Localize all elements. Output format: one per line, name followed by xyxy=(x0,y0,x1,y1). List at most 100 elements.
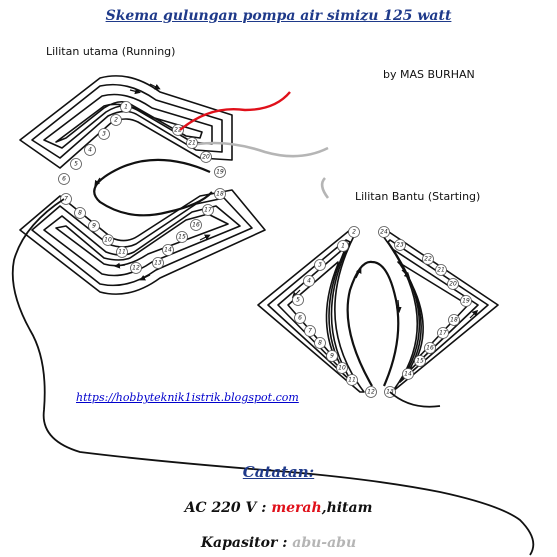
svg-text:17: 17 xyxy=(204,207,212,214)
svg-text:19: 19 xyxy=(216,169,224,176)
running-slot-15: 15 xyxy=(176,231,188,243)
running-slot-14: 14 xyxy=(162,244,174,256)
black-lead-wire xyxy=(11,198,535,556)
svg-text:10: 10 xyxy=(338,365,346,372)
svg-text:4: 4 xyxy=(88,147,92,154)
starting-slot-4: 4 xyxy=(303,275,315,287)
starting-direction-arrows xyxy=(291,267,479,319)
svg-text:12: 12 xyxy=(132,265,140,272)
running-slot-11: 11 xyxy=(116,246,128,258)
svg-text:9: 9 xyxy=(330,353,334,360)
svg-text:14: 14 xyxy=(404,371,412,378)
svg-text:21: 21 xyxy=(188,140,196,147)
svg-text:8: 8 xyxy=(78,210,82,217)
svg-text:14: 14 xyxy=(164,247,172,254)
svg-text:1: 1 xyxy=(341,243,345,250)
running-slot-17: 17 xyxy=(202,204,214,216)
svg-text:5: 5 xyxy=(296,297,300,304)
svg-text:18: 18 xyxy=(450,317,458,324)
capacitor-label: Kapasitor : xyxy=(200,535,288,551)
running-slot-9: 9 xyxy=(88,220,100,232)
svg-text:12: 12 xyxy=(367,389,375,396)
starting-slot-9: 9 xyxy=(326,350,338,362)
running-slot-12: 12 xyxy=(130,262,142,274)
starting-slot-19: 19 xyxy=(460,295,472,307)
running-slot-7: 7 xyxy=(60,193,72,205)
starting-slot-23: 23 xyxy=(394,239,406,251)
starting-slot-1: 1 xyxy=(337,240,349,252)
svg-text:20: 20 xyxy=(449,281,457,288)
red-lead-wire xyxy=(179,91,291,131)
starting-slot-5: 5 xyxy=(292,294,304,306)
running-winding-label: Lilitan utama (Running) xyxy=(46,45,176,58)
starting-slot-12: 12 xyxy=(365,386,377,398)
svg-text:9: 9 xyxy=(92,223,96,230)
running-slot-16: 16 xyxy=(190,219,202,231)
starting-slot-6: 6 xyxy=(294,312,306,324)
running-slot-2: 2 xyxy=(110,114,122,126)
starting-slot-16: 16 xyxy=(424,342,436,354)
svg-text:16: 16 xyxy=(192,222,200,229)
svg-text:6: 6 xyxy=(298,315,302,322)
svg-text:17: 17 xyxy=(439,330,447,337)
starting-slot-18: 18 xyxy=(448,314,460,326)
starting-slot-22: 22 xyxy=(422,253,434,265)
svg-text:3: 3 xyxy=(318,262,322,269)
notes-heading: Catatan: xyxy=(242,463,315,481)
svg-text:5: 5 xyxy=(74,161,78,168)
starting-slot-24: 24 xyxy=(378,226,390,238)
ac-note: AC 220 V : merah,hitam xyxy=(0,500,557,516)
svg-text:4: 4 xyxy=(307,278,311,285)
running-slot-5: 5 xyxy=(70,158,82,170)
website-link[interactable]: https://hobbyteknik1istrik.blogspot.com xyxy=(76,391,299,404)
running-slot-4: 4 xyxy=(84,144,96,156)
svg-text:22: 22 xyxy=(174,127,182,134)
running-slot-21: 21 xyxy=(186,137,198,149)
svg-text:22: 22 xyxy=(424,256,432,263)
running-slot-6: 6 xyxy=(58,173,70,185)
ac-black-wire: hitam xyxy=(326,500,373,516)
grey-lead-wire-upper xyxy=(197,141,329,158)
svg-text:1: 1 xyxy=(124,104,128,111)
svg-text:21: 21 xyxy=(437,267,445,274)
capacitor-wire: abu-abu xyxy=(292,535,357,551)
starting-slot-17: 17 xyxy=(437,327,449,339)
svg-text:13: 13 xyxy=(154,260,162,267)
running-slot-22: 22 xyxy=(172,124,184,136)
svg-text:16: 16 xyxy=(426,345,434,352)
running-slot-18: 18 xyxy=(214,188,226,200)
running-slot-8: 8 xyxy=(74,207,86,219)
starting-inner-loop xyxy=(346,260,400,387)
ac-label: AC 220 V : xyxy=(184,500,267,516)
running-slots: 1 2 3 4 5 6 7 8 9 10 11 12 13 14 15 16 1… xyxy=(58,101,226,274)
svg-text:7: 7 xyxy=(64,196,68,203)
starting-slot-14: 14 xyxy=(402,368,414,380)
running-slot-1: 1 xyxy=(120,101,132,113)
starting-slot-11: 11 xyxy=(346,374,358,386)
running-slot-19: 19 xyxy=(214,166,226,178)
capacitor-note: Kapasitor : abu-abu xyxy=(0,535,557,551)
running-slot-13: 13 xyxy=(152,257,164,269)
svg-text:11: 11 xyxy=(348,377,356,384)
running-slot-10: 10 xyxy=(102,234,114,246)
starting-winding-label: Lilitan Bantu (Starting) xyxy=(355,190,481,203)
starting-slot-8: 8 xyxy=(314,337,326,349)
svg-text:2: 2 xyxy=(352,229,356,236)
starting-slot-7: 7 xyxy=(304,325,316,337)
svg-text:6: 6 xyxy=(62,176,66,183)
svg-text:7: 7 xyxy=(308,328,312,335)
grey-lead-wire-starting xyxy=(320,177,330,199)
starting-slots: 1 2 3 4 5 6 7 8 9 10 11 12 13 14 15 16 1… xyxy=(292,226,472,398)
running-crossover-wire xyxy=(93,158,213,217)
svg-text:15: 15 xyxy=(178,234,186,241)
ac-red-wire: merah xyxy=(271,500,322,516)
svg-text:8: 8 xyxy=(318,340,322,347)
author-credit: by MAS BURHAN xyxy=(383,68,475,81)
running-slot-3: 3 xyxy=(98,128,110,140)
starting-lead-wire xyxy=(389,391,441,408)
starting-slot-10: 10 xyxy=(336,362,348,374)
svg-text:20: 20 xyxy=(202,154,210,161)
svg-text:10: 10 xyxy=(104,237,112,244)
ac-separator: , xyxy=(321,500,327,516)
svg-text:2: 2 xyxy=(114,117,118,124)
